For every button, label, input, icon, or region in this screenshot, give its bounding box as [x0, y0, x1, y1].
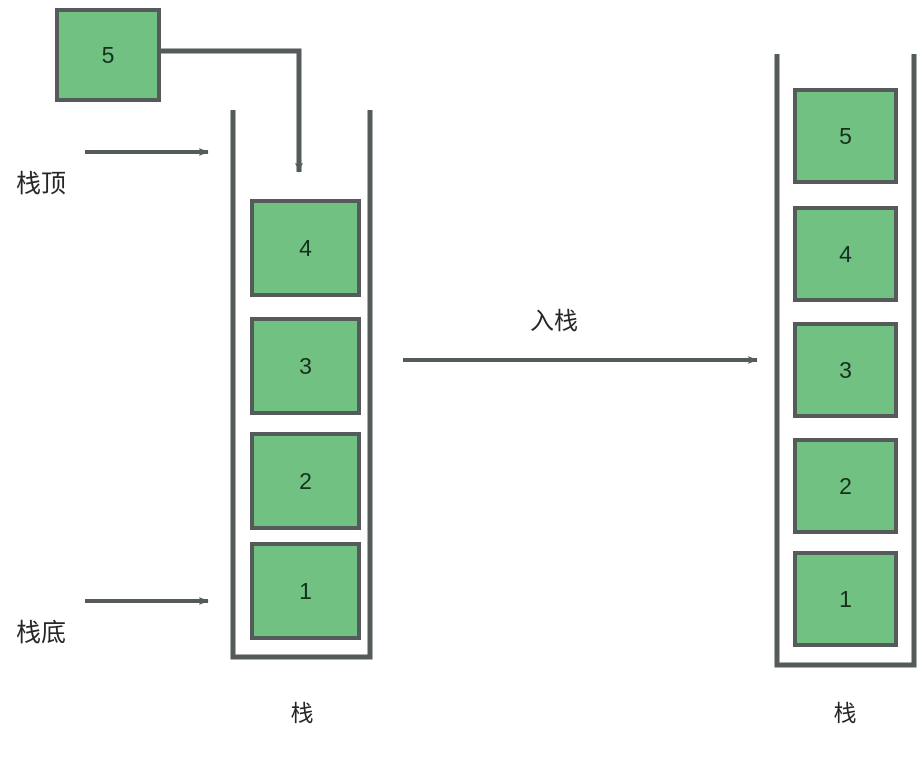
right-stack-item-2: 3	[793, 322, 898, 418]
left-stack-container	[230, 110, 373, 660]
left-stack-item-3: 1	[250, 542, 361, 640]
right-stack-item-value: 4	[839, 240, 852, 267]
left-stack-item-value: 3	[299, 352, 312, 379]
left-stack-item-value: 2	[299, 467, 312, 494]
right-stack-item-1: 4	[793, 206, 898, 302]
right-stack-item-value: 2	[839, 472, 852, 499]
right-stack-item-3: 2	[793, 438, 898, 534]
left-stack-item-1: 3	[250, 317, 361, 415]
left-stack-item-value: 4	[299, 234, 312, 261]
incoming-node: 5	[55, 8, 161, 102]
left-stack-caption: 栈	[290, 700, 314, 726]
left-stack-item-value: 1	[299, 577, 312, 604]
left-stack-item-2: 2	[250, 432, 361, 530]
push-operation-label: 入栈	[530, 308, 578, 335]
top-pointer-label: 栈顶	[16, 170, 67, 198]
right-stack-item-0: 5	[793, 88, 898, 184]
left-stack-item-0: 4	[250, 199, 361, 297]
incoming-node-value: 5	[101, 41, 115, 68]
right-stack-item-value: 5	[839, 122, 852, 149]
bottom-pointer-label: 栈底	[16, 619, 67, 647]
right-stack-item-4: 1	[793, 551, 898, 647]
right-stack-item-value: 1	[839, 585, 852, 612]
push-connector-arrow	[161, 48, 303, 173]
right-stack-caption: 栈	[833, 700, 857, 726]
right-stack-item-value: 3	[839, 356, 852, 383]
right-stack-container	[774, 54, 917, 668]
